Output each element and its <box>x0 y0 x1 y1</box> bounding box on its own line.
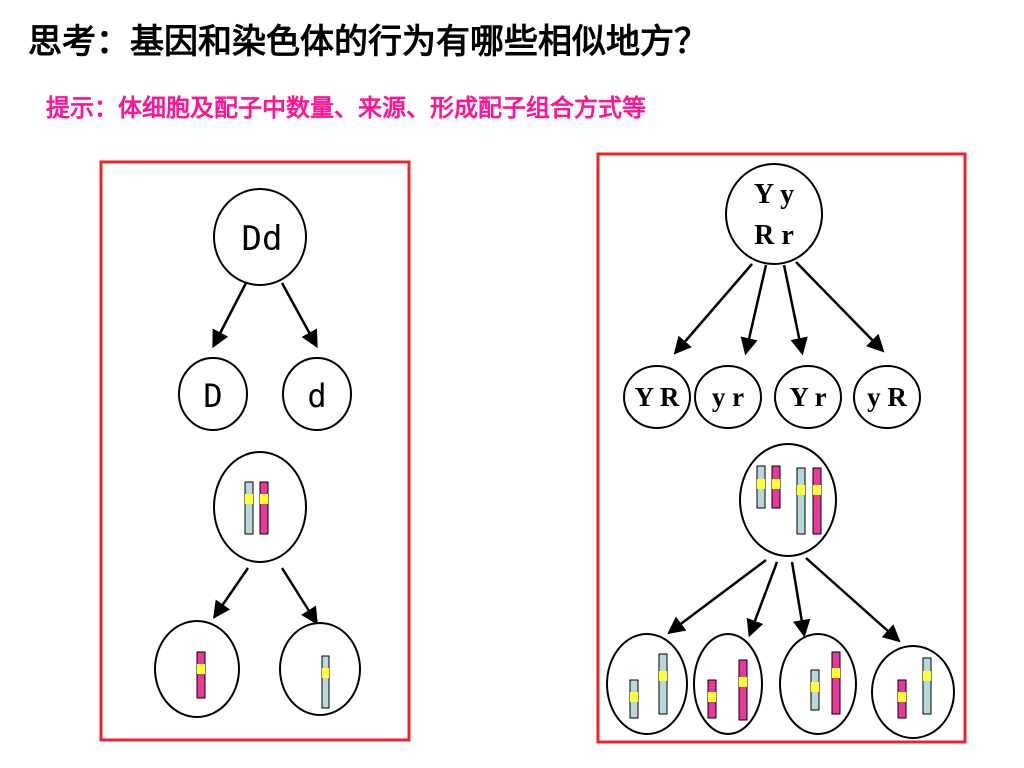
gamete-label-D: D <box>203 377 222 415</box>
gamete-cell-D <box>178 357 248 431</box>
arrow-dd-to-d2 <box>280 282 318 349</box>
gene-band <box>813 485 821 495</box>
gamete-cell-yr <box>694 365 762 429</box>
chromosome-blue <box>321 655 330 709</box>
arrow-chr-left <box>213 567 250 619</box>
chromosome-blue <box>796 467 806 535</box>
gamete-label-Yr: Y r <box>789 382 826 412</box>
parent-label-dd: Dd <box>242 219 283 259</box>
gamete-label-yr: y r <box>712 382 744 412</box>
gamete-cell-chr-1 <box>606 633 688 735</box>
chromosome-blue <box>658 653 668 715</box>
arrow-chr-3 <box>790 561 811 638</box>
chromosome-pink <box>196 651 206 699</box>
gene-band <box>708 692 716 702</box>
right-panel-frame <box>596 152 967 744</box>
arrow-chr-4 <box>805 557 901 643</box>
gene-band <box>197 664 205 674</box>
arrow-to-YR <box>673 263 753 355</box>
arrow-to-yR <box>795 261 885 353</box>
gene-band <box>322 668 329 678</box>
gene-band <box>260 494 268 504</box>
gamete-label-yR: y R <box>867 382 907 412</box>
gamete-cell-chr-2 <box>279 622 361 716</box>
gene-band <box>630 692 638 702</box>
chromosome-pair <box>244 481 269 535</box>
gamete-label-YR: Y R <box>635 382 680 412</box>
chromosome-pairs <box>756 465 822 535</box>
chromosome-pink <box>831 651 841 715</box>
chromosome-pink <box>738 659 748 721</box>
arrow-chr-2 <box>746 561 779 638</box>
parent-cell-yyrr <box>725 163 823 265</box>
arrow-to-Yr <box>782 264 808 356</box>
parent-label-line2: R r <box>754 220 794 251</box>
gene-band <box>659 671 667 681</box>
left-panel-frame <box>99 160 411 742</box>
gamete-cell-chr-4 <box>871 645 955 739</box>
chromosome-blue <box>922 657 932 715</box>
gamete-cell-YR <box>623 365 691 429</box>
parent-cell-dd <box>213 188 307 286</box>
gene-band <box>797 485 805 495</box>
gene-band <box>757 479 765 489</box>
gamete-cell-d <box>282 357 352 431</box>
gamete-label-d: d <box>307 377 326 415</box>
gene-band <box>923 671 931 681</box>
chromosome-blue <box>244 481 254 535</box>
arrow-to-yr <box>740 264 768 356</box>
gene-band <box>811 682 819 692</box>
hint-text: 提示：体细胞及配子中数量、来源、形成配子组合方式等 <box>46 94 646 122</box>
gene-band <box>832 668 840 678</box>
gene-band <box>739 677 747 687</box>
gene-band <box>245 494 253 504</box>
arrow-chr-right <box>280 567 318 625</box>
chromosome-parent-cell <box>739 443 837 557</box>
left-panel: Dd D d <box>99 160 411 742</box>
gene-band <box>898 692 906 702</box>
chromosome-pink <box>812 467 822 535</box>
gene-band <box>772 479 780 489</box>
page-title: 思考：基因和染色体的行为有哪些相似地方？ <box>28 22 708 62</box>
chromosome-pink <box>259 481 269 535</box>
gamete-cell-chr-2 <box>693 633 763 735</box>
arrow-dd-to-d1 <box>212 282 248 349</box>
arrow-chr-1 <box>667 559 767 635</box>
gamete-cell-yR <box>853 365 921 429</box>
right-panel: Y y R r Y R y r Y r y R <box>596 152 967 744</box>
parent-label-line1: Y y <box>754 179 794 210</box>
gamete-cell-Yr <box>774 365 842 429</box>
